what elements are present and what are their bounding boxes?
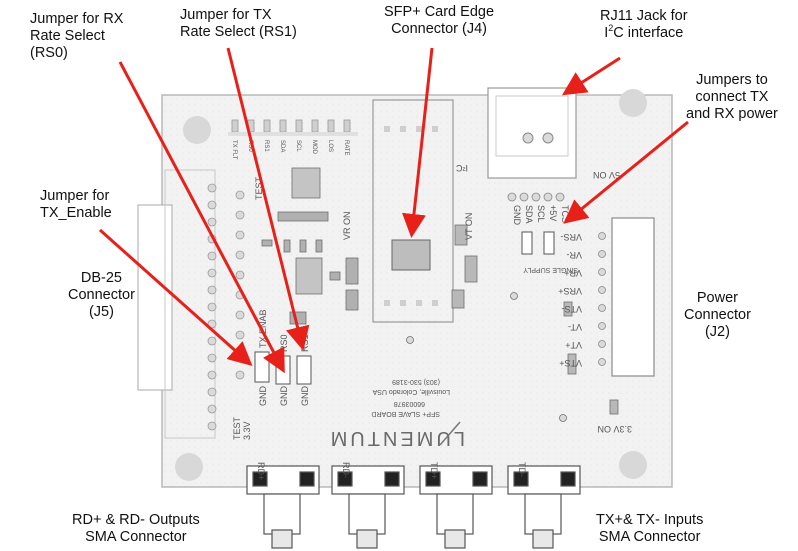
label-db25-line-3: (J5) xyxy=(88,304,114,320)
label-rd-sma: RD+ & RD- Outputs SMA Connector xyxy=(72,512,200,546)
silk-j2-pin-2: VR- xyxy=(566,250,582,260)
silk-vr-on: VR ON xyxy=(342,211,352,240)
label-rj11-i: I xyxy=(604,25,609,41)
label-power-connector: Power Connector (J2) xyxy=(684,290,751,341)
silk-test-33v: 3.3V xyxy=(242,421,252,440)
label-pc-line-2: Connector xyxy=(684,307,751,323)
silk-j2-pin-4: VRS+ xyxy=(558,286,582,296)
silk-rs0: RS0 xyxy=(279,334,289,352)
silk-5v-on: 5V ON xyxy=(593,170,620,180)
label-rj11-line-1: RJ11 Jack for xyxy=(600,8,688,24)
label-rx-line-3: (RS0) xyxy=(30,45,68,61)
label-sfp-edge: SFP+ Card Edge Connector (J4) xyxy=(384,4,494,38)
board-address: Louisville, Colorado USA xyxy=(372,388,450,395)
silk-vt-on: VT ON xyxy=(464,213,474,240)
label-tx-rate-select: Jumper for TX Rate Select (RS1) xyxy=(180,7,297,41)
silk-j2-pin-6: VT- xyxy=(568,322,582,332)
label-tx-line-1: Jumper for TX xyxy=(180,7,272,23)
brand-slash xyxy=(439,421,461,446)
label-rj11-line-2: I2C interface xyxy=(600,23,688,42)
silk-sma-rd-minus: RD- xyxy=(341,462,351,478)
label-rx-line-1: Jumper for RX xyxy=(30,11,124,27)
mount-hole-bl xyxy=(175,453,203,481)
silk-top-pin-7: LOS xyxy=(327,140,333,152)
label-tx-line-2: Rate Select (RS1) xyxy=(180,24,297,40)
silk-top-pin-8: RATE xyxy=(343,140,349,156)
label-pj-line-1: Jumpers to xyxy=(696,72,768,88)
i2c-header xyxy=(507,192,565,202)
label-sfp-line-1: SFP+ Card Edge xyxy=(384,4,495,20)
silk-j2-pin-3: VR+ xyxy=(564,268,582,278)
silk-rs1: RS1 xyxy=(300,334,310,352)
silk-33v-on: 3.3V ON xyxy=(597,424,632,434)
label-sfp-line-2: Connector (J4) xyxy=(391,21,487,37)
silk-top-pin-6: MOD xyxy=(311,140,317,155)
label-rj11: RJ11 Jack for I2C interface xyxy=(600,8,688,42)
power-connector xyxy=(598,217,655,377)
board-phone: (303) 530-3189 xyxy=(392,378,440,385)
label-db25-line-1: DB-25 xyxy=(80,270,122,286)
label-pj-line-2: connect TX xyxy=(695,89,769,105)
silk-j4-pin-3: SCL xyxy=(536,205,546,223)
silk-gnd-3: GND xyxy=(300,386,310,407)
silk-sma-rd-plus: RD+ xyxy=(256,462,266,480)
silk-top-pin-3: RS1 xyxy=(263,140,269,152)
silk-sma-td-minus: TD- xyxy=(517,462,527,477)
silk-test: TEST xyxy=(232,416,242,440)
silk-top-pin-2: RS0 xyxy=(247,140,253,152)
board-brand: LUMENTUM xyxy=(328,427,465,449)
sma-connectors xyxy=(246,465,581,549)
label-pc-line-1: Power xyxy=(696,290,738,306)
mount-hole-tl xyxy=(183,116,211,144)
silk-gnd-2: GND xyxy=(279,386,289,407)
silk-j4-pin-2: SDA xyxy=(524,205,534,224)
board-part-number: 66003978 xyxy=(394,400,425,407)
rj11-jack xyxy=(487,87,577,179)
silk-j2-pin-8: VTS+ xyxy=(559,358,582,368)
silk-gnd-1: GND xyxy=(258,386,268,407)
label-tx-enable: Jumper for TX_Enable xyxy=(40,188,112,222)
label-txe-line-2: TX_Enable xyxy=(40,205,112,221)
silk-j2-pin-5: VTS- xyxy=(561,304,582,314)
label-pc-line-3: (J2) xyxy=(704,324,730,340)
silk-test-top: TEST xyxy=(254,176,264,200)
label-rx-rate-select: Jumper for RX Rate Select (RS0) xyxy=(30,11,123,62)
power-jumpers xyxy=(521,231,555,255)
silk-top-pin-1: TX FLT xyxy=(231,140,237,160)
jumper-block xyxy=(254,351,312,385)
silk-j2-pin-1: VRS- xyxy=(560,232,582,242)
board-name: SFP+ SLAVE BOARD xyxy=(371,410,440,417)
label-rj11-rest: C interface xyxy=(613,25,684,41)
label-rd-line-2: SMA Connector xyxy=(85,529,187,545)
right-parts xyxy=(406,224,619,422)
mount-hole-tr xyxy=(619,89,647,117)
silk-single-supply: SINGLE SUPPLY xyxy=(523,266,578,273)
silk-top-pin-5: SCL xyxy=(295,140,301,152)
label-rd-line-1: RD+ & RD- Outputs xyxy=(72,512,200,528)
silk-j4-pin-1: GND xyxy=(512,205,522,226)
label-db25: DB-25 Connector (J5) xyxy=(68,270,135,321)
label-db25-line-2: Connector xyxy=(68,287,135,303)
label-pj-line-3: and RX power xyxy=(686,106,778,122)
silk-tx-enable: TX ENAB xyxy=(258,309,268,348)
label-power-jumpers: Jumpers to connect TX and RX power xyxy=(686,72,778,123)
silk-j4-pin-5: TCS xyxy=(560,205,570,223)
silk-j2-pin-7: VT+ xyxy=(565,340,582,350)
silk-sma-td-plus: TD+ xyxy=(429,462,439,479)
silk-j4-pin-4: +5V xyxy=(548,205,558,221)
label-rj11-superscript: 2 xyxy=(608,23,614,34)
sfp-connector xyxy=(372,99,454,323)
silk-i2c: I²C xyxy=(456,163,468,173)
silk-top-pin-4: SDA xyxy=(279,140,285,152)
label-td-sma: TX+& TX- Inputs SMA Connector xyxy=(596,512,703,546)
label-td-line-2: SMA Connector xyxy=(598,529,701,545)
label-td-line-1: TX+& TX- Inputs xyxy=(596,512,704,528)
label-rx-line-2: Rate Select xyxy=(30,28,105,44)
label-txe-line-1: Jumper for xyxy=(40,188,110,204)
mount-hole-br xyxy=(619,451,647,479)
